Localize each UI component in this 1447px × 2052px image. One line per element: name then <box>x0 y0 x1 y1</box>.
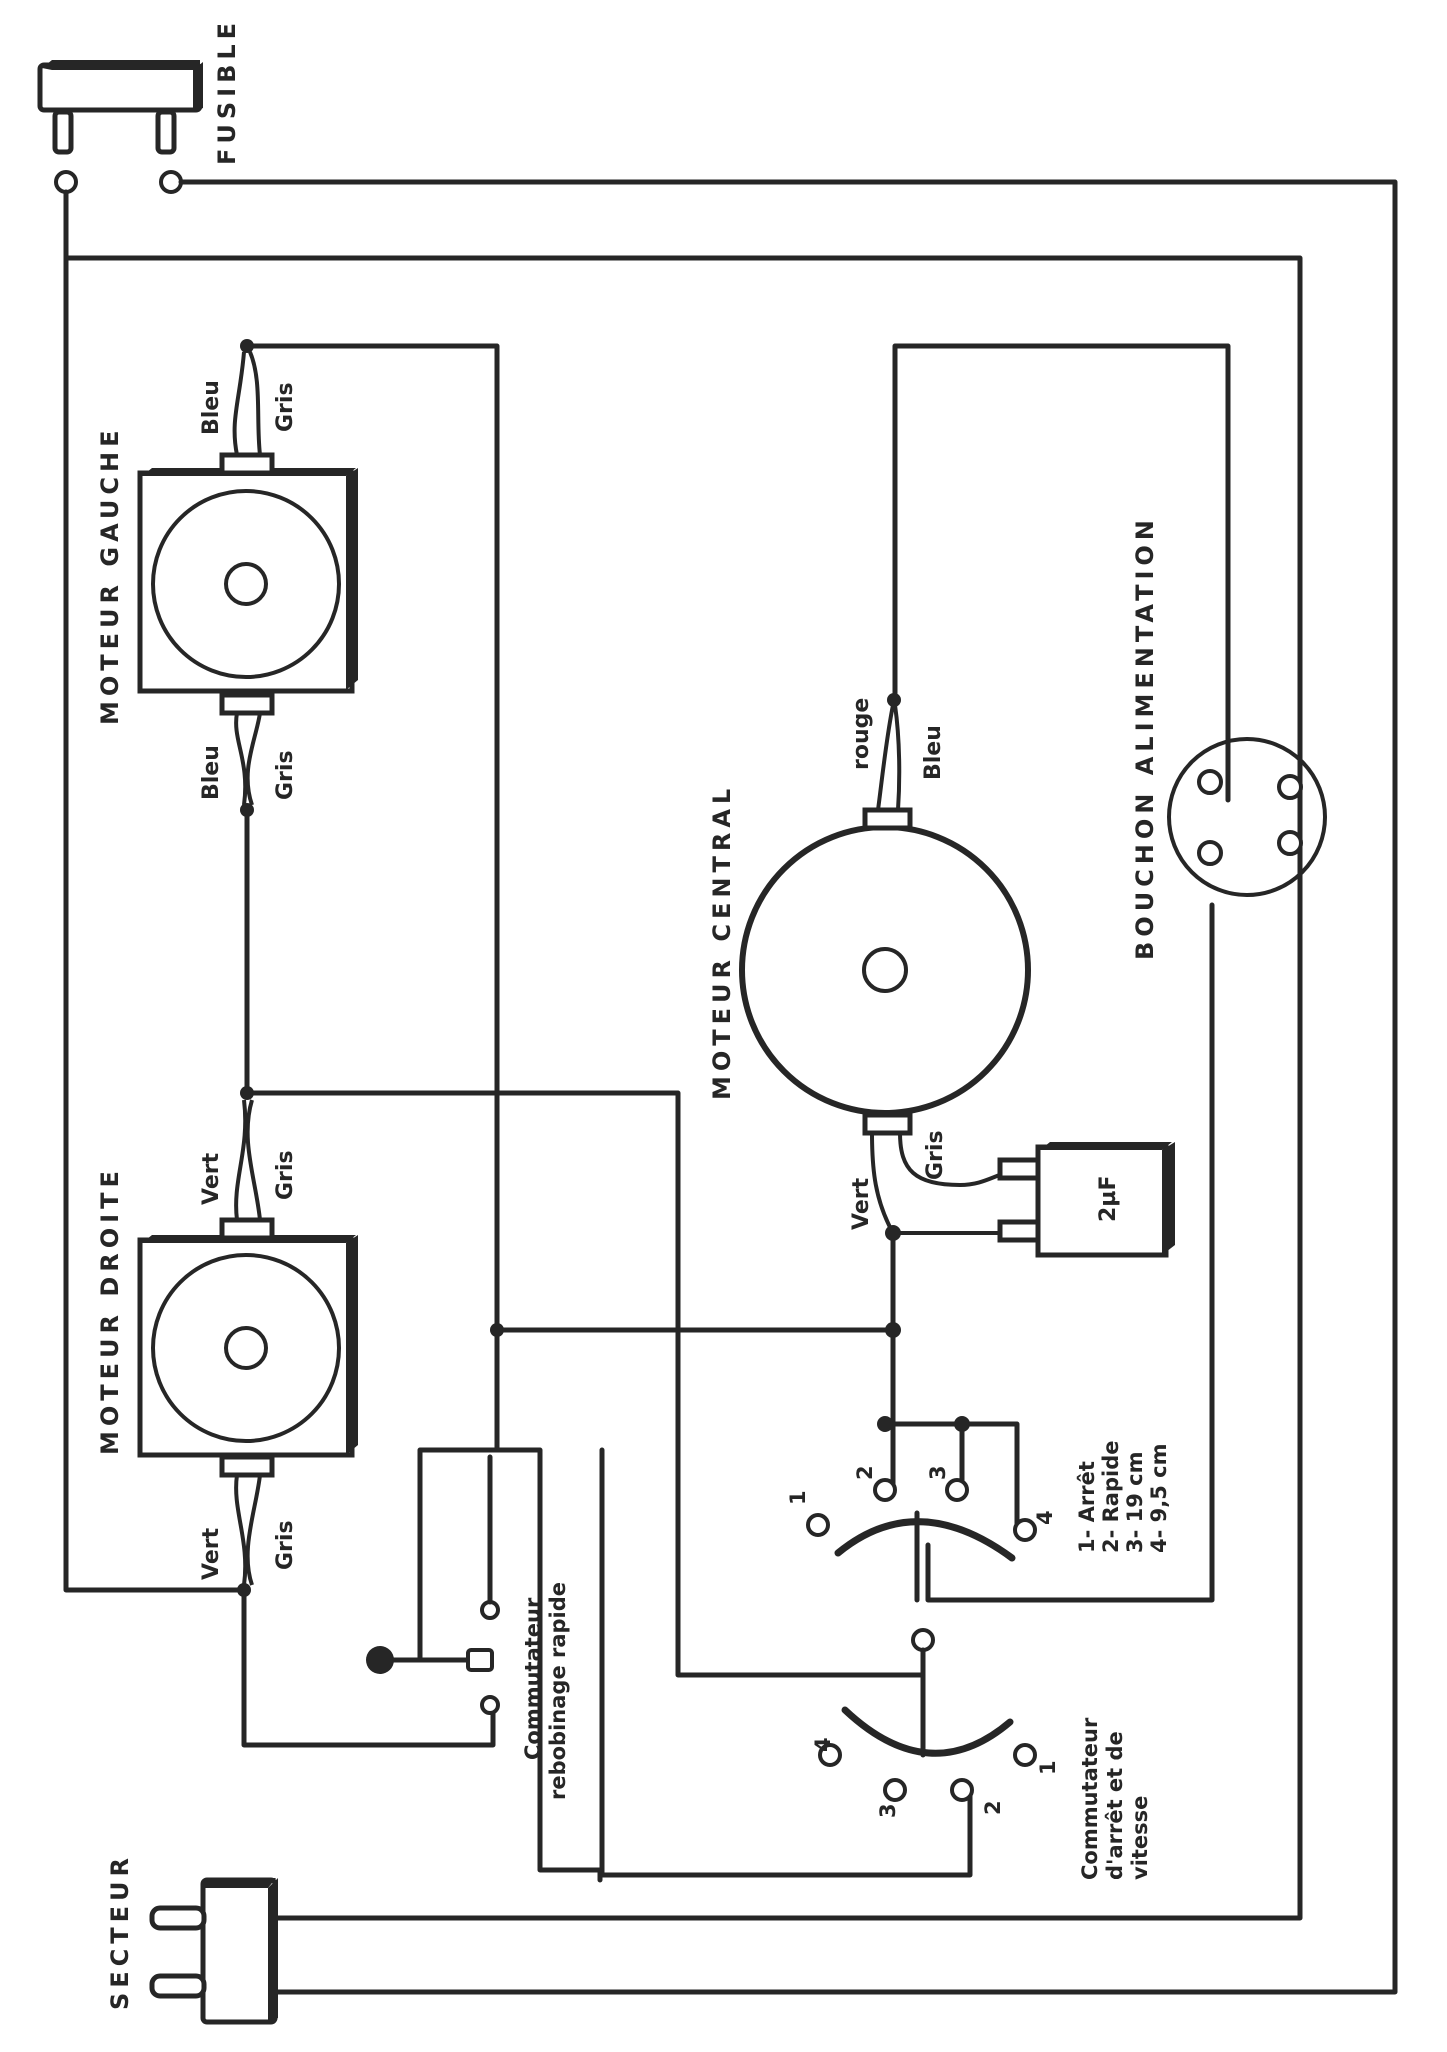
mains-plug <box>149 1877 278 2025</box>
capacitor <box>893 1142 1175 1258</box>
moteur-gauche-label: MOTEUR GAUCHE <box>96 426 124 726</box>
fuse-terminal-right <box>159 170 183 194</box>
wire-label: Vert <box>199 1527 224 1580</box>
power-connector <box>1167 737 1327 897</box>
caption-line: Commutateur <box>521 1597 545 1760</box>
wire-label: Gris <box>273 1150 298 1200</box>
legend-item: 4- 9,5 cm <box>1147 1444 1171 1553</box>
speed-pos-label: 3 <box>876 1803 900 1818</box>
fuse <box>37 60 203 194</box>
secteur-label: SECTEUR <box>106 1853 134 2010</box>
motor-right <box>137 1086 358 1597</box>
bouchon-label: BOUCHON ALIMENTATION <box>1131 515 1159 960</box>
legend-item: 2- Rapide <box>1099 1441 1123 1554</box>
wire-label: Gris <box>273 382 298 432</box>
motor-central <box>490 693 1036 1432</box>
speed-pos-label: 1 <box>786 1490 810 1505</box>
speed-pos-label: 1 <box>1036 1760 1060 1775</box>
wire-label: Bleu <box>921 725 946 780</box>
speed-legend: 1- Arrêt 2- Rapide 3- 19 cm 4- 9,5 cm <box>1075 1441 1171 1554</box>
caption-line: Commutateur <box>1078 1717 1102 1880</box>
speed-pos-label: 2 <box>981 1800 1005 1815</box>
legend-item: 1- Arrêt <box>1075 1461 1099 1553</box>
speed-pos-label: 2 <box>853 1465 877 1480</box>
wire-label: rouge <box>849 698 874 770</box>
rewind-switch-caption: Commutateur rebobinage rapide <box>521 1582 570 1800</box>
fusible-label: FUSIBLE <box>213 18 241 165</box>
caption-line: rebobinage rapide <box>546 1582 570 1800</box>
speed-pos-label: 4 <box>1033 1510 1057 1525</box>
fuse-terminal-left <box>54 170 78 194</box>
moteur-droite-label: MOTEUR DROITE <box>96 1166 124 1455</box>
wire-label: Vert <box>199 1152 224 1205</box>
wire-label: Gris <box>923 1130 948 1180</box>
motor-left <box>137 339 358 817</box>
capacitor-label: 2µF <box>1096 1175 1121 1222</box>
wire-label: Vert <box>849 1177 874 1230</box>
caption-line: vitesse <box>1128 1796 1152 1880</box>
wire-label: Bleu <box>199 380 224 435</box>
speed-pos-label: 4 <box>811 1737 835 1752</box>
speed-switch-lower <box>818 1628 1037 1802</box>
wires <box>63 179 1398 1995</box>
wire-label: Gris <box>273 750 298 800</box>
moteur-central-label: MOTEUR CENTRAL <box>708 784 736 1100</box>
speed-pos-label: 3 <box>926 1465 950 1480</box>
wire-label: Bleu <box>199 745 224 800</box>
speed-switch-upper <box>806 1478 1037 1603</box>
wire-label: Gris <box>273 1520 298 1570</box>
legend-item: 3- 19 cm <box>1123 1451 1147 1553</box>
rewind-switch <box>366 1454 500 1715</box>
caption-line: d'arrêt et de <box>1103 1731 1127 1880</box>
speed-switch-caption: Commutateur d'arrêt et de vitesse <box>1078 1717 1152 1880</box>
